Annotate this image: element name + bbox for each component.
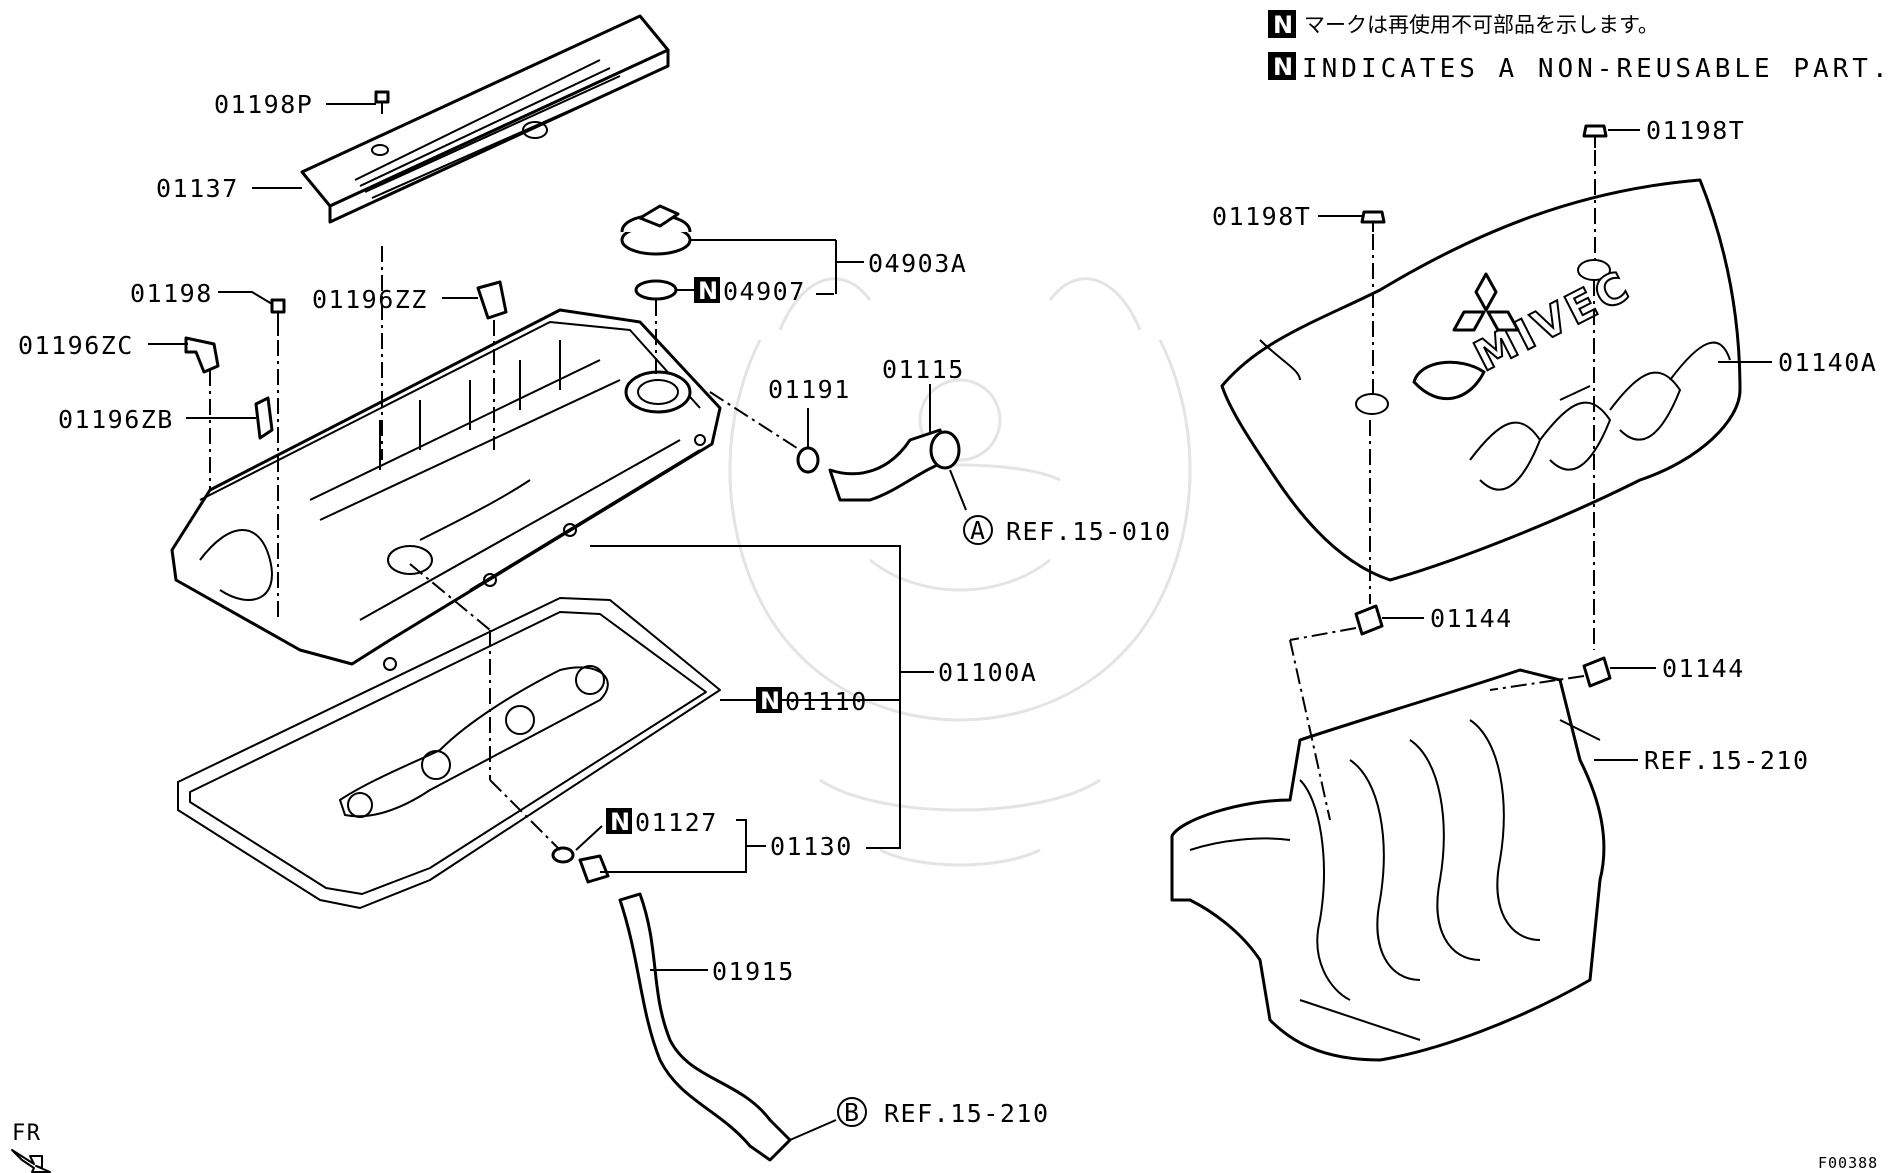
hose-clamp-part [796, 446, 820, 474]
oil-filler-cap-part [620, 204, 692, 301]
intake-manifold-part [1170, 668, 1606, 1062]
label-01110: 01110 [785, 687, 868, 716]
legend-marker-text: N [1273, 11, 1293, 39]
legend: N マークは再使用不可部品を示します。 N INDICATES A NON-RE… [1268, 10, 1892, 84]
non-reusable-marker-icon [694, 277, 720, 303]
non-reusable-marker-icon [606, 808, 632, 834]
ref-15-010: REF.15-010 [1006, 517, 1172, 546]
label-01191: 01191 [768, 375, 851, 404]
callout-a: A [970, 516, 987, 545]
marker-text-01110: N [760, 687, 780, 715]
engine-top-cover-part [300, 14, 670, 224]
three-diamond-logo [1452, 272, 1520, 332]
non-reusable-marker-icon [1268, 10, 1296, 38]
legend-japanese: マークは再使用不可部品を示します。 [1304, 13, 1659, 37]
callout-circle-b [837, 1097, 867, 1127]
label-01196ZC: 01196ZC [18, 331, 134, 360]
bolt-01198T-left [1360, 210, 1386, 232]
rocker-cover-part [170, 308, 722, 671]
breather-hose-part [828, 428, 961, 502]
figure-code: F00388 [1818, 1154, 1878, 1172]
legend-english: INDICATES A NON-REUSABLE PART. [1302, 54, 1892, 84]
label-01198T-left: 01198T [1212, 202, 1311, 231]
bolt-01198T-top [1582, 124, 1608, 148]
legend-marker-text: N [1273, 53, 1293, 81]
grommet-01144-left [1354, 604, 1384, 636]
marker-text-04907: N [698, 277, 718, 305]
grommet-01144-right [1582, 656, 1612, 688]
label-01115: 01115 [882, 355, 965, 384]
label-04907: 04907 [723, 277, 806, 306]
ventilation-hose-part [618, 892, 792, 1162]
label-01140A: 01140A [1778, 348, 1877, 377]
fr-arrow-icon [11, 1149, 51, 1173]
label-01198P: 01198P [214, 90, 313, 119]
pcv-oring-part [551, 846, 575, 864]
label-01196ZB: 01196ZB [58, 405, 174, 434]
front-direction-indicator: FR [11, 1121, 51, 1173]
clip-01196ZC [184, 336, 220, 374]
non-reusable-marker-icon [756, 687, 782, 713]
ref-15-210-right: REF.15-210 [1644, 746, 1810, 775]
label-04903A: 04903A [868, 249, 967, 278]
label-01100A: 01100A [938, 658, 1037, 687]
marker-text-01127: N [610, 808, 630, 836]
bolt-01198P [374, 90, 390, 114]
engine-cover-part: MIVEC [1220, 178, 1742, 582]
label-01137: 01137 [156, 174, 239, 203]
pcv-valve-part [578, 854, 610, 884]
leader-lines [148, 103, 1772, 1141]
label-01198: 01198 [130, 279, 213, 308]
label-01127: 01127 [635, 808, 718, 837]
clip-01196ZB [254, 396, 274, 440]
ref-15-210-left: REF.15-210 [884, 1099, 1050, 1128]
assembly-lines [209, 150, 1596, 851]
non-reusable-marker-icon [1268, 52, 1296, 80]
label-01198T-top: 01198T [1646, 116, 1745, 145]
callout-circle-a [963, 515, 993, 545]
label-01130: 01130 [770, 832, 853, 861]
label-01144-right: 01144 [1662, 654, 1745, 683]
label-01144-left: 01144 [1430, 604, 1513, 633]
clip-01196ZZ [476, 280, 508, 320]
fr-label: FR [12, 1121, 42, 1146]
label-01196ZZ: 01196ZZ [312, 285, 428, 314]
rocker-cover-gasket-part [177, 597, 721, 909]
label-01915: 01915 [712, 957, 795, 986]
callout-b: B [844, 1098, 861, 1127]
bolt-01198 [270, 298, 286, 336]
